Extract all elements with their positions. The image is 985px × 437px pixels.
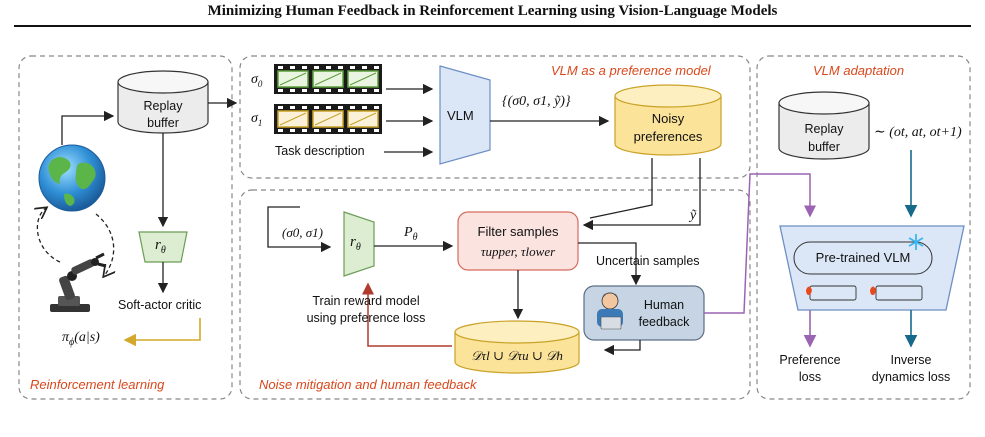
human-icon <box>597 292 623 330</box>
rl-panel <box>18 55 233 400</box>
film-strip-sigma1 <box>274 104 382 134</box>
filter-title: Filter samples <box>477 224 559 239</box>
cycle-arrow-down <box>95 213 114 276</box>
task-description-label: Task description <box>275 144 365 158</box>
datasets-cylinder <box>454 320 580 374</box>
noise-reward-trapezoid <box>343 211 375 277</box>
datasets-label: 𝒟τl ∪ 𝒟τu ∪ 𝒟h <box>471 348 563 363</box>
trainable-flame-icon-2 <box>870 286 876 295</box>
adapt-panel-title: VLM adaptation <box>813 63 905 78</box>
y-tilde-label: ỹ <box>690 208 697 223</box>
rl-replay-buffer-cylinder <box>117 70 209 134</box>
input-pair-label: (σ0, σ1) <box>282 225 323 240</box>
vlm-pref-panel <box>239 55 751 179</box>
rl-reward-trapezoid <box>138 231 188 263</box>
rl-reward-model-label: rθ <box>155 237 166 256</box>
noisy-preferences-cylinder <box>614 84 722 156</box>
pretrained-vlm-pill <box>793 241 933 275</box>
noise-panel-title: Noise mitigation and human feedback <box>259 377 477 392</box>
vlm-label: VLM <box>447 108 474 123</box>
sigma1-label: σ1 <box>251 111 263 128</box>
filter-tau: τupper, τlower <box>480 244 556 259</box>
frozen-snowflake-icon <box>908 234 924 250</box>
adapter-block-2 <box>875 285 923 301</box>
trainable-flame-icon-1 <box>806 286 812 295</box>
filter-samples-box <box>457 211 579 271</box>
adapt-replay-buffer-cylinder <box>778 91 870 160</box>
vlm-trapezoid <box>439 65 491 165</box>
sigma0-label: σ0 <box>251 72 263 89</box>
robot-arm-icon <box>50 252 107 312</box>
pairs-label: {(σ0, σ1, ỹ)} <box>502 94 571 109</box>
noise-reward-model-label: rθ <box>350 234 361 253</box>
adapt-panel <box>756 55 971 400</box>
transition-label: ∼ (ot, at, ot+1) <box>874 125 962 140</box>
film-strip-sigma0 <box>274 64 382 94</box>
vlm-pref-panel-title: VLM as a preference model <box>551 63 711 78</box>
noise-panel <box>239 189 751 400</box>
p-theta-label: Pθ <box>404 225 418 243</box>
sac-label: Soft-actor critic <box>118 298 202 312</box>
figure-title: Minimizing Human Feedback in Reinforceme… <box>207 3 778 19</box>
cycle-arrow-up <box>37 208 61 263</box>
policy-label: πϕ(a|s) <box>62 330 100 348</box>
globe-environment-icon <box>38 144 106 212</box>
rl-panel-title: Reinforcement learning <box>30 377 165 392</box>
pretrained-vlm-label: Pre-trained VLM <box>815 250 911 265</box>
uncertain-samples-label: Uncertain samples <box>596 254 700 268</box>
title-rule <box>14 25 971 27</box>
